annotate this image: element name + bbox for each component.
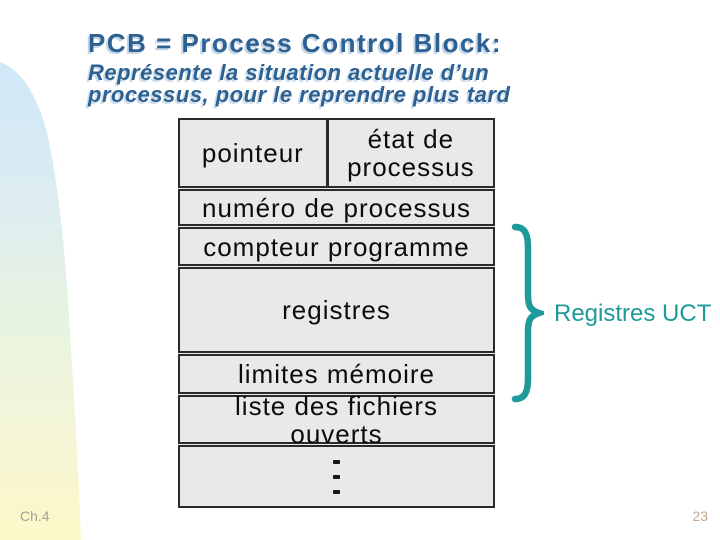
footer-page-number: 23 xyxy=(692,508,708,524)
pcb-row-memory-limits: limites mémoire xyxy=(178,354,495,394)
title-block: PCB = Process Control Block: Représente … xyxy=(88,26,688,106)
page-subtitle: Représente la situation actuelle d’un pr… xyxy=(88,60,511,107)
pcb-row-memory-limits-label: limites mémoire xyxy=(237,359,436,389)
pcb-row-ellipsis xyxy=(178,445,495,508)
pcb-cell-pointer-label: pointeur xyxy=(201,138,304,168)
curly-brace-icon xyxy=(511,223,544,403)
pcb-row-registers: registres xyxy=(178,267,495,353)
brace-label: Registres UCT xyxy=(554,300,712,327)
ellipsis-dots xyxy=(333,459,340,494)
pcb-row-program-counter-label: compteur programme xyxy=(203,231,470,262)
page-title: PCB = Process Control Block: xyxy=(88,28,503,58)
pcb-cell-process-state: état de processus xyxy=(329,120,493,186)
footer-chapter: Ch.4 xyxy=(20,508,50,524)
ellipsis-dot xyxy=(333,489,340,494)
ellipsis-dot xyxy=(333,474,340,479)
pcb-cell-pointer: pointeur xyxy=(180,120,329,186)
pcb-row-registers-label: registres xyxy=(282,295,391,325)
pcb-row-program-counter: compteur programme xyxy=(178,227,495,266)
pcb-row-pointer-state: pointeur état de processus xyxy=(178,118,495,188)
pcb-row-open-files: liste des fichiers ouverts xyxy=(178,392,495,448)
pcb-row-process-number: numéro de processus xyxy=(178,189,495,226)
pcb-diagram: pointeur état de processus numéro de pro… xyxy=(178,118,495,508)
pcb-cell-process-state-label: état de processus xyxy=(347,124,475,182)
ellipsis-dot xyxy=(333,459,340,464)
pcb-row-open-files-label: liste des fichiers ouverts xyxy=(235,390,438,449)
left-gradient-decoration xyxy=(0,62,81,540)
pcb-row-process-number-label: numéro de processus xyxy=(201,192,472,223)
